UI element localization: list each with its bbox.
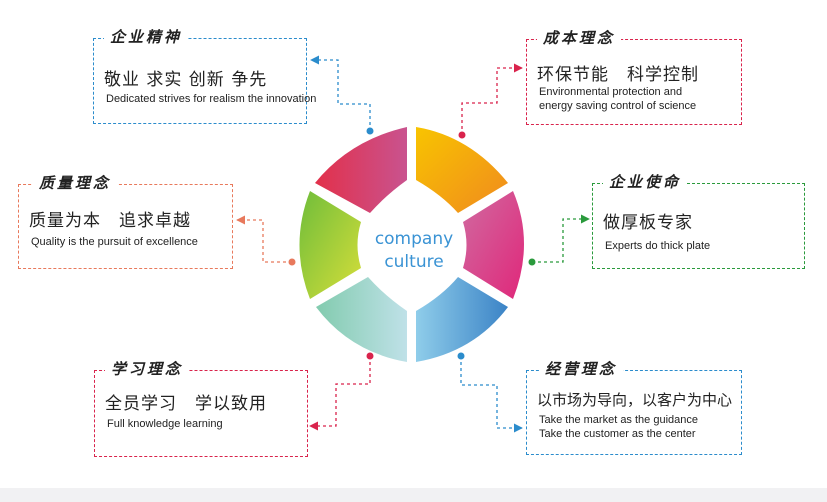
connector-dot: [366, 127, 374, 135]
card-title: 质量理念: [33, 172, 118, 193]
segment-right: [463, 191, 524, 299]
card-title: 成本理念: [537, 27, 622, 48]
card-english-text: Experts do thick plate: [605, 240, 711, 252]
card-chinese-text: 做厚板专家: [603, 213, 693, 233]
card-title: 经营理念: [539, 358, 624, 379]
card-title: 学习理念: [105, 358, 190, 379]
segment-bottom-left: [316, 277, 407, 362]
card-quality-philosophy: 质量理念 质量为本 追求卓越 Quality is the pursuit of…: [18, 172, 233, 269]
card-chinese-text: 环保节能 科学控制: [537, 65, 699, 85]
connector-spirit: [310, 55, 371, 131]
center-label-line2: culture: [384, 252, 444, 272]
card-english-text: Dedicated strives for realism the innova…: [106, 93, 317, 105]
connector-dot: [528, 258, 536, 266]
card-english-text: Take the market as the guidance: [539, 414, 698, 426]
segment-bottom-right: [416, 277, 508, 362]
card-enterprise-spirit: 企业精神 敬业 求实 创新 争先 Dedicated strives for r…: [93, 26, 316, 124]
card-title: 企业精神: [104, 26, 189, 47]
card-title: 企业使命: [603, 171, 688, 192]
card-english-text: Quality is the pursuit of excellence: [31, 236, 198, 248]
connector-dot: [366, 352, 374, 360]
connector-cost: [461, 63, 523, 135]
card-chinese-text: 敬业 求实 创新 争先: [104, 70, 268, 90]
connector-dot: [457, 352, 465, 360]
card-english-text: Environmental protection and: [539, 86, 683, 98]
connector-dot: [458, 131, 466, 139]
card-business-philosophy: 经营理念 以市场为导向，以客户为中心 Take the market as th…: [526, 358, 742, 455]
card-enterprise-mission: 企业使命 做厚板专家 Experts do thick plate: [592, 171, 805, 269]
card-chinese-text: 以市场为导向，以客户为中心: [537, 391, 733, 409]
segment-top-left: [315, 127, 407, 213]
connector-quality: [236, 215, 292, 263]
segment-top-right: [416, 127, 508, 213]
segment-left: [299, 191, 361, 299]
card-english-text: Full knowledge learning: [107, 418, 223, 430]
footer-band: [0, 488, 827, 502]
connector-dot: [288, 258, 296, 266]
connector-mission: [532, 214, 590, 263]
card-chinese-text: 质量为本 追求卓越: [29, 211, 191, 231]
connector-business: [460, 356, 523, 433]
card-learning-philosophy: 学习理念 全员学习 学以致用 Full knowledge learning: [94, 358, 308, 457]
card-english-text: energy saving control of science: [539, 100, 697, 112]
center-disc: [362, 195, 462, 295]
card-chinese-text: 全员学习 学以致用: [105, 394, 267, 414]
card-cost-philosophy: 成本理念 环保节能 科学控制 Environmental protection …: [526, 27, 742, 125]
connector-learning: [309, 356, 371, 431]
card-english-text: Take the customer as the center: [539, 428, 696, 440]
center-label-line1: company: [374, 229, 454, 249]
